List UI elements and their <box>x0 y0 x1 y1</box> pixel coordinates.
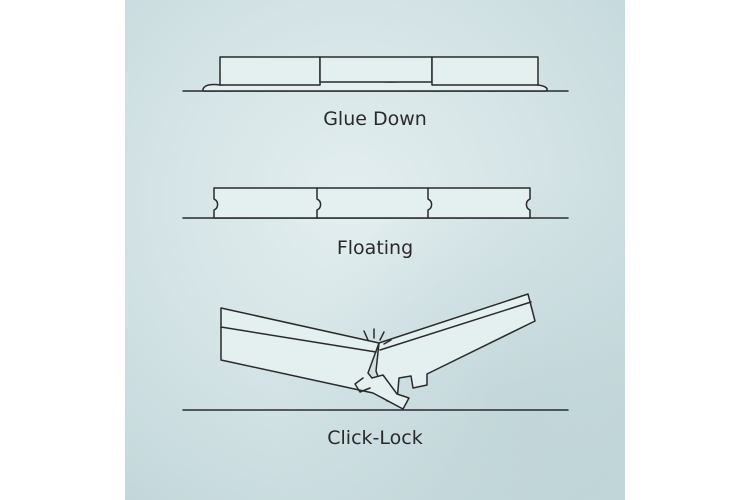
floating-boards <box>213 187 531 219</box>
glue-down-label: Glue Down <box>323 108 427 130</box>
click-lock-tongue <box>354 377 371 393</box>
click-lock-diagram <box>182 293 569 411</box>
floating-joint-1 <box>316 187 322 219</box>
installation-methods-diagram: Glue Down Floating Click-Lock <box>125 0 625 500</box>
click-spark-icon <box>363 328 392 345</box>
click-lock-left-board-layer <box>220 326 377 353</box>
click-lock-left-board <box>220 307 410 410</box>
watercolor-panel: Glue Down Floating Click-Lock <box>125 0 625 500</box>
glue-down-diagram <box>182 56 569 92</box>
floating-label: Floating <box>337 237 413 259</box>
glue-down-board-3 <box>431 56 539 86</box>
floating-diagram <box>182 187 569 219</box>
floating-joint-2 <box>427 187 433 219</box>
glue-down-board-1 <box>219 56 321 86</box>
click-lock-right-board-layer <box>379 301 532 351</box>
click-lock-label: Click-Lock <box>327 427 422 449</box>
glue-down-board-2 <box>319 56 433 83</box>
